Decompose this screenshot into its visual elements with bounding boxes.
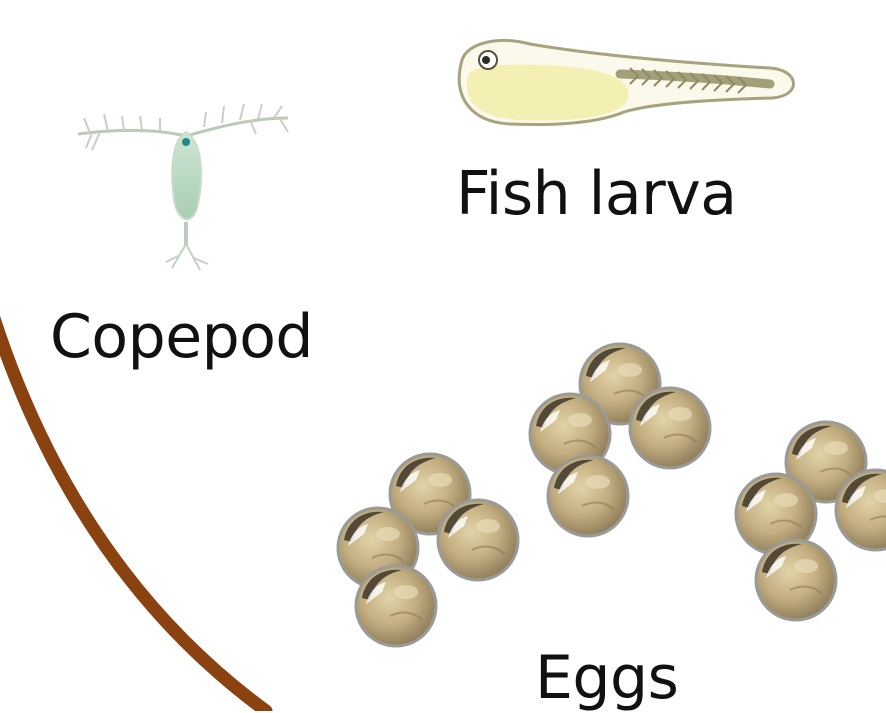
- eggs-label: Eggs: [535, 648, 678, 708]
- egg-cluster-illustration: [338, 344, 886, 646]
- copepod-illustration: [78, 104, 288, 270]
- fish-larva-label: Fish larva: [456, 164, 737, 224]
- copepod-label: Copepod: [50, 307, 313, 367]
- fish-larva-illustration: [459, 41, 793, 125]
